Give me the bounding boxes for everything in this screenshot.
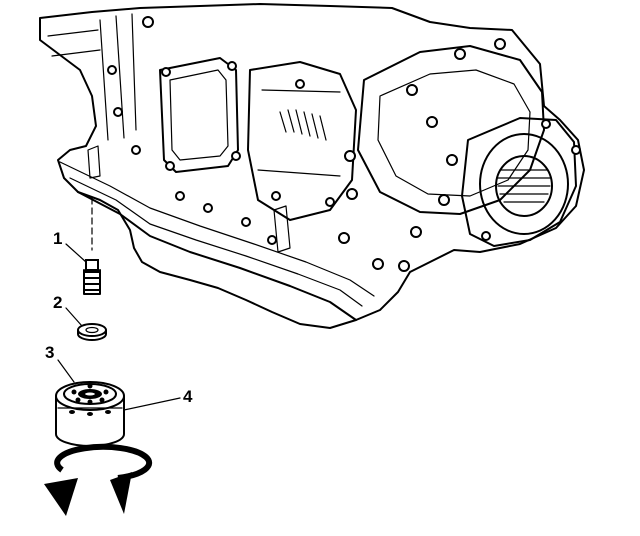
callout-2: 2 [53, 293, 62, 312]
part-1-adapter [83, 259, 101, 295]
callout-3: 3 [45, 343, 54, 362]
transmission-housing [39, 3, 585, 329]
rotation-arrow-icon [44, 443, 153, 516]
callout-1: 1 [53, 229, 62, 248]
leader-lines [57, 243, 181, 411]
callout-4: 4 [183, 387, 193, 406]
part-2-seal [77, 323, 107, 341]
part-4-oil-filter [55, 381, 125, 447]
